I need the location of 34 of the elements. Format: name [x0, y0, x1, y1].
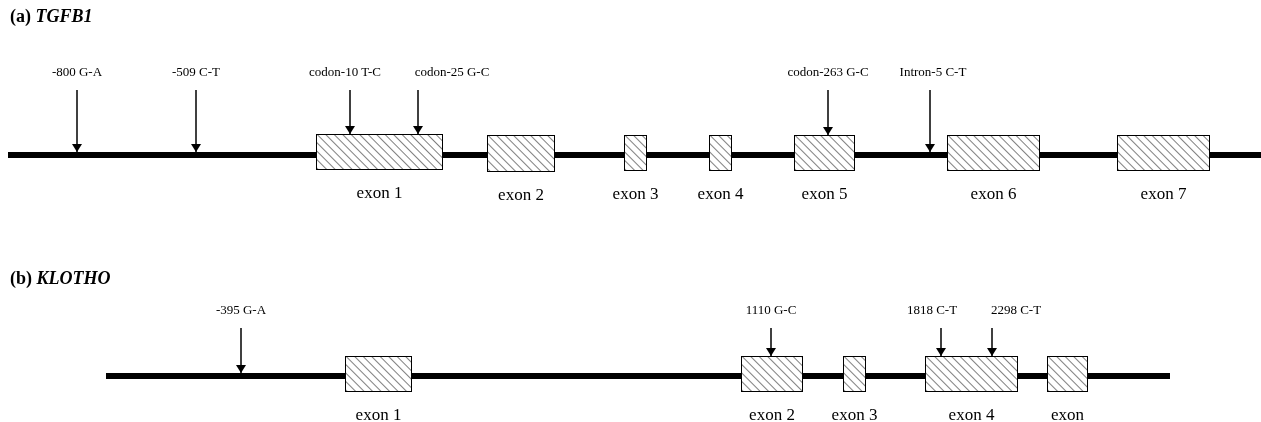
variant-label: Intron-5 C-T	[899, 64, 967, 80]
exon-label: exon 3	[831, 406, 878, 422]
exon-label: exon 4	[948, 406, 995, 422]
arrow	[191, 89, 201, 153]
exon-label: exon 1	[355, 406, 402, 422]
arrow	[72, 89, 82, 153]
variant-label: codon-25 G-C	[414, 64, 490, 80]
exon-label: exon 2	[498, 186, 544, 204]
arrow	[925, 89, 935, 153]
arrow	[987, 327, 997, 357]
variant-label: codon-10 T-C	[309, 64, 381, 80]
variant-label: -509 C-T	[172, 64, 220, 80]
exon-label: exon 1	[356, 184, 403, 202]
exon-label: exon 2	[749, 406, 795, 422]
arrow	[413, 89, 423, 135]
arrow	[823, 89, 833, 136]
arrow	[345, 89, 355, 135]
exon-label: exon	[1050, 406, 1084, 422]
variant-label: -800 G-A	[51, 64, 103, 80]
arrow	[236, 327, 246, 374]
panel-title: (a) TGFB1	[10, 6, 93, 26]
variant-label: 1818 C-T	[906, 302, 958, 318]
arrow	[766, 327, 776, 357]
variant-label: -395 G-A	[215, 302, 267, 318]
exon-label: exon 6	[970, 185, 1017, 203]
arrow	[936, 327, 946, 357]
variant-label: 1110 G-C	[745, 302, 797, 318]
panel-title: (b) KLOTHO	[10, 268, 111, 288]
variant-label: 2298 C-T	[990, 302, 1042, 318]
variant-label: codon-263 G-C	[787, 64, 869, 80]
exon-label: exon 7	[1140, 185, 1187, 203]
exon-label: exon 3	[612, 185, 659, 203]
exon-label: exon 4	[697, 185, 744, 203]
exon-label: exon 5	[801, 185, 848, 203]
